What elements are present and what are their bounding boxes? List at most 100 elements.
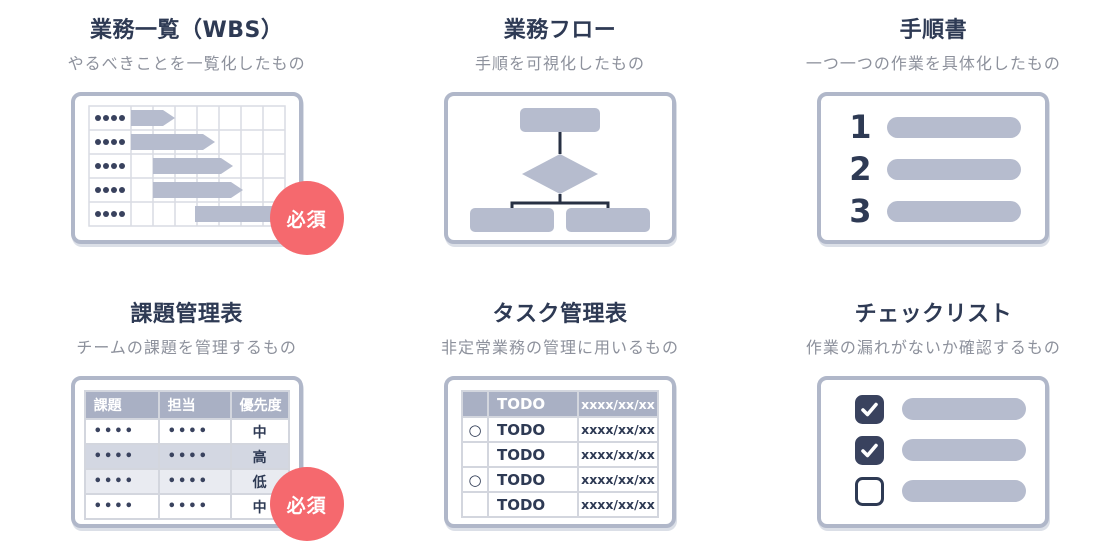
card-subtitle: 一つ一つの作業を具体化したもの — [805, 54, 1061, 73]
column-header — [460, 390, 489, 418]
table-row: •••• •••• 中 — [83, 493, 290, 520]
column-header: 担当 — [157, 390, 232, 420]
checklist — [821, 380, 1045, 506]
checkbox-icon — [855, 476, 885, 506]
todo-cell: TODO — [486, 441, 579, 468]
flowchart-frame — [443, 92, 676, 244]
text-placeholder-bar — [902, 480, 1027, 502]
status-circle-cell: ○ — [460, 416, 489, 443]
card-subtitle: 作業の漏れがないか確認するもの — [805, 338, 1061, 357]
wbs-illustration: 必須 — [70, 92, 344, 255]
priority-cell: 高 — [229, 443, 290, 470]
flowchart-graphic — [469, 108, 650, 232]
column-header: xxxx/xx/xx — [576, 390, 659, 418]
checklist-frame — [817, 376, 1050, 528]
text-placeholder-bar — [902, 439, 1027, 461]
table-cell: •••• — [83, 493, 160, 520]
date-cell: xxxx/xx/xx — [576, 416, 659, 443]
required-badge-label: 必須 — [286, 494, 327, 517]
panel-checklist: チェックリスト 作業の漏れがないか確認するもの — [747, 284, 1120, 560]
column-header: 優先度 — [229, 390, 290, 420]
table-cell: •••• — [157, 418, 232, 445]
list-item: 3 — [847, 192, 1045, 230]
flow-node-left — [469, 208, 554, 232]
checkbox-icon — [855, 394, 885, 424]
numbered-list: 1 2 3 — [821, 96, 1045, 230]
table-row: TODO xxxx/xx/xx — [460, 441, 659, 468]
task-table-frame: TODO xxxx/xx/xx ○ TODO xxxx/xx/xx TODO — [443, 376, 676, 528]
table-row: •••• •••• 低 — [83, 468, 290, 495]
priority-cell: 中 — [229, 418, 290, 445]
flow-illustration — [443, 92, 676, 244]
text-placeholder-bar — [887, 116, 1022, 138]
step-number: 2 — [849, 150, 872, 188]
table-cell: •••• — [157, 443, 232, 470]
table-row: ○ TODO xxxx/xx/xx — [460, 416, 659, 443]
date-cell: xxxx/xx/xx — [576, 441, 659, 468]
text-placeholder-bar — [902, 398, 1027, 420]
step-number: 1 — [849, 108, 872, 146]
issue-table: 課題 担当 優先度 •••• •••• 中 •••• • — [83, 390, 290, 520]
checklist-illustration — [817, 376, 1050, 528]
gantt-bars — [130, 110, 285, 222]
task-label-dots — [94, 115, 125, 217]
table-header-row: 課題 担当 優先度 — [83, 390, 290, 420]
date-cell: xxxx/xx/xx — [576, 466, 659, 493]
issues-illustration: 課題 担当 優先度 •••• •••• 中 •••• • — [70, 376, 344, 541]
numbered-list-frame: 1 2 3 — [817, 92, 1050, 244]
todo-cell: TODO — [486, 491, 579, 518]
required-badge-label: 必須 — [286, 208, 327, 231]
table-cell: •••• — [83, 468, 160, 495]
todo-cell: TODO — [486, 416, 579, 443]
card-title: 業務フロー — [503, 18, 617, 43]
manual-illustration: 1 2 3 — [817, 92, 1050, 244]
step-number: 3 — [849, 192, 872, 230]
table-cell: •••• — [83, 443, 160, 470]
table-cell: •••• — [83, 418, 160, 445]
gantt-chart-frame — [70, 92, 303, 244]
column-header: 課題 — [83, 390, 160, 420]
status-circle-cell — [460, 441, 489, 468]
panel-wbs: 業務一覧（WBS） やるべきことを一覧化したもの — [0, 0, 373, 284]
table-row: •••• •••• 高 — [83, 443, 290, 470]
card-subtitle: 手順を可視化したもの — [474, 54, 645, 73]
table-cell: •••• — [157, 468, 232, 495]
list-item — [855, 435, 1045, 465]
panel-flow: 業務フロー 手順を可視化したもの — [373, 0, 746, 284]
required-badge: 必須 — [269, 181, 344, 255]
text-placeholder-bar — [887, 200, 1022, 222]
card-title: 手順書 — [899, 18, 968, 43]
todo-cell: TODO — [486, 466, 579, 493]
panel-tasks: タスク管理表 非定常業務の管理に用いるもの TODO xxxx/xx/xx — [373, 284, 746, 560]
table-row: TODO xxxx/xx/xx — [460, 491, 659, 518]
card-title: タスク管理表 — [492, 302, 628, 327]
gantt-chart-graphic — [87, 105, 286, 227]
panel-issues: 課題管理表 チームの課題を管理するもの 課題 担当 優先度 •••• — [0, 284, 373, 560]
issue-table-frame: 課題 担当 優先度 •••• •••• 中 •••• • — [70, 376, 303, 528]
flow-nodes — [469, 108, 650, 232]
flow-node-right — [565, 208, 650, 232]
checkbox-icon — [855, 435, 885, 465]
list-item: 1 — [847, 108, 1045, 146]
date-cell: xxxx/xx/xx — [576, 491, 659, 518]
card-subtitle: チームの課題を管理するもの — [76, 338, 297, 357]
column-header: TODO — [486, 390, 579, 418]
task-table: TODO xxxx/xx/xx ○ TODO xxxx/xx/xx TODO — [460, 390, 659, 518]
table-cell: •••• — [157, 493, 232, 520]
list-item: 2 — [847, 150, 1045, 188]
status-circle-cell — [460, 491, 489, 518]
flow-node-start — [519, 108, 600, 132]
table-row: •••• •••• 中 — [83, 418, 290, 445]
card-title: 業務一覧（WBS） — [89, 18, 284, 43]
flow-node-decision — [521, 154, 598, 194]
card-title: チェックリスト — [854, 302, 1013, 327]
card-subtitle: やるべきことを一覧化したもの — [67, 54, 306, 73]
card-title: 課題管理表 — [130, 302, 243, 327]
tasks-illustration: TODO xxxx/xx/xx ○ TODO xxxx/xx/xx TODO — [443, 376, 676, 528]
text-placeholder-bar — [887, 158, 1022, 180]
table-header-row: TODO xxxx/xx/xx — [460, 390, 659, 418]
panel-manual: 手順書 一つ一つの作業を具体化したもの 1 2 3 — [747, 0, 1120, 284]
status-circle-cell: ○ — [460, 466, 489, 493]
flow-connectors — [510, 132, 610, 210]
